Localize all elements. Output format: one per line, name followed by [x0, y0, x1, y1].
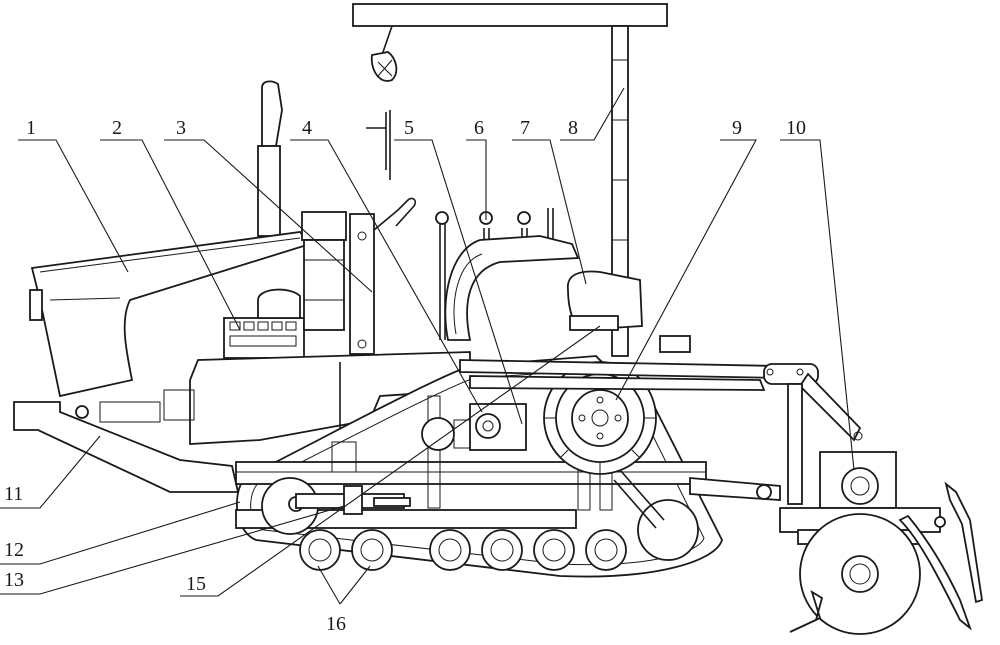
road-wheel-2 [351, 529, 393, 571]
tension-wheel [613, 469, 699, 561]
air-filter [301, 211, 347, 331]
idler-wheel [261, 477, 411, 535]
leader-16a [317, 565, 341, 605]
leader-3 [164, 139, 373, 293]
leader-1 [18, 139, 129, 273]
callout-4: 4 [302, 117, 312, 139]
leader-8 [560, 87, 625, 141]
leader-11 [0, 435, 101, 509]
seat [444, 235, 691, 353]
leader-lines [0, 87, 855, 605]
callout-3: 3 [176, 117, 186, 139]
leader-16b [339, 565, 371, 605]
callout-2: 2 [112, 117, 122, 139]
drive-sprocket [543, 361, 657, 475]
leader-5 [394, 139, 523, 425]
canopy [352, 3, 668, 357]
exhaust-pipe [257, 80, 283, 237]
callout-10: 10 [786, 117, 806, 139]
callout-12: 12 [4, 539, 24, 561]
callout-16: 16 [326, 613, 346, 635]
leader-13 [0, 505, 345, 595]
road-wheel-5 [533, 529, 575, 571]
callout-13: 13 [4, 569, 24, 591]
road-wheel-6 [585, 529, 627, 571]
callout-labels: 1 2 3 4 5 6 7 8 9 10 11 12 13 15 16 [4, 117, 806, 635]
engine [223, 288, 305, 359]
leader-15 [180, 325, 601, 597]
leader-6 [466, 139, 487, 220]
callout-5: 5 [404, 117, 414, 139]
mirror [370, 25, 398, 82]
rotary-tiller [779, 451, 984, 635]
track-frame [331, 395, 613, 511]
front-arm [13, 401, 240, 493]
callout-15: 15 [186, 573, 206, 595]
leader-2 [100, 139, 241, 331]
engine-hood [29, 231, 312, 398]
road-wheel-4 [481, 529, 523, 571]
road-wheels [299, 529, 627, 571]
leader-12 [0, 501, 241, 565]
callout-6: 6 [474, 117, 484, 139]
gearbox [421, 403, 527, 451]
road-wheel-3 [429, 529, 471, 571]
lift-linkage [459, 359, 863, 505]
callout-8: 8 [568, 117, 578, 139]
road-wheel-1 [299, 529, 341, 571]
callout-7: 7 [520, 117, 530, 139]
callout-1: 1 [26, 117, 36, 139]
callout-11: 11 [4, 483, 23, 505]
callout-9: 9 [732, 117, 742, 139]
leader-4 [290, 139, 483, 413]
leader-9 [615, 139, 757, 401]
leader-7 [512, 139, 587, 285]
leader-10 [780, 139, 855, 471]
